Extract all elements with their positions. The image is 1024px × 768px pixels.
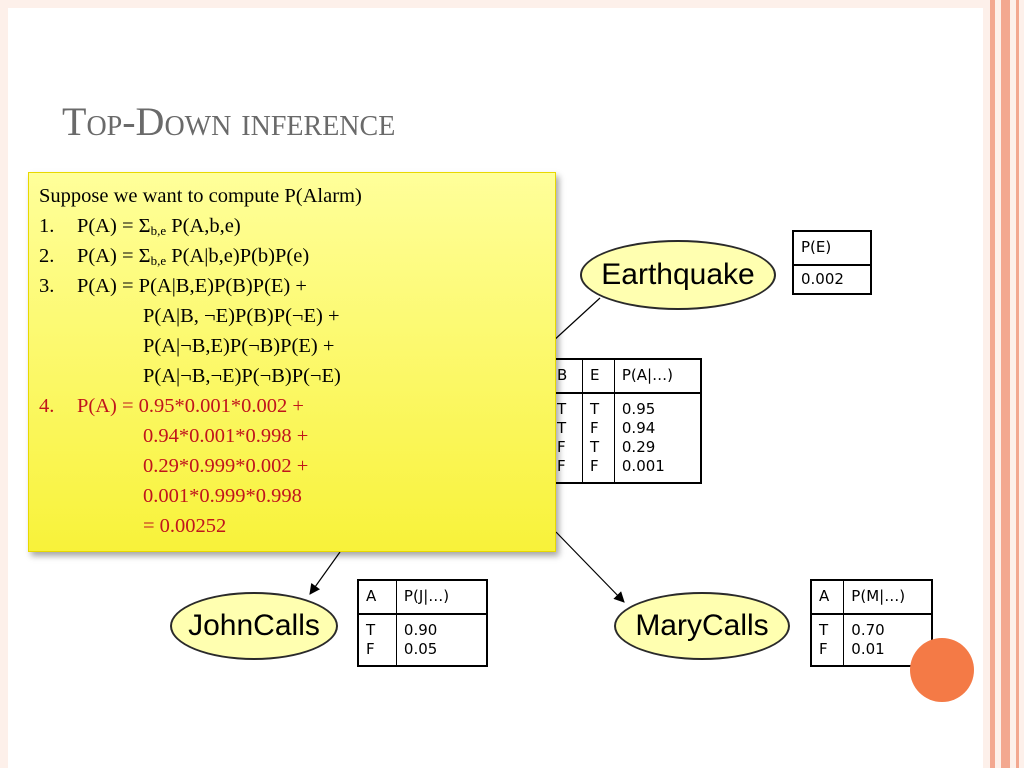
cpt-alarm-header-e: E bbox=[582, 359, 615, 394]
note-step-1-subscript: b,e bbox=[150, 223, 167, 238]
cpt-johncalls: A P(J|…) T F 0.90 0.05 bbox=[357, 579, 488, 667]
note-step-3-number: 3. bbox=[39, 275, 55, 297]
right-stripe-inner bbox=[1016, 0, 1019, 768]
edge-alarm-johncalls bbox=[309, 551, 341, 595]
node-johncalls: JohnCalls bbox=[170, 592, 338, 660]
cpt-alarm-header-p: P(A|…) bbox=[613, 359, 701, 394]
note-step-1-lhs: P(A) = Σ bbox=[77, 215, 151, 237]
edge-alarm-marycalls bbox=[555, 531, 625, 603]
cpt-marycalls-header-p: P(M|…) bbox=[843, 580, 932, 615]
note-step-4-result-line: = 0.00252 bbox=[39, 511, 555, 541]
note-step-1-number: 1. bbox=[39, 215, 55, 237]
cpt-johncalls-p-column: 0.90 0.05 bbox=[395, 614, 487, 666]
note-step-4-text: P(A) = 0.95*0.001*0.002 + bbox=[77, 395, 304, 417]
note-step-4-term-3: 0.29*0.999*0.002 + bbox=[143, 455, 309, 477]
note-step-3: 3. P(A) = P(A|B,E)P(B)P(E) + bbox=[39, 271, 555, 301]
note-step-4-cont-2: 0.29*0.999*0.002 + bbox=[39, 451, 555, 481]
cpt-alarm-p-column: 0.95 0.94 0.29 0.001 bbox=[613, 393, 701, 483]
cpt-alarm: B E P(A|…) T T F F T F T F 0.95 0.94 0.2… bbox=[548, 358, 702, 484]
cpt-earthquake-header: P(E) bbox=[793, 231, 871, 266]
note-step-4-cont-1: 0.94*0.001*0.998 + bbox=[39, 421, 555, 451]
cpt-marycalls-p-column: 0.70 0.01 bbox=[843, 614, 932, 666]
node-johncalls-label: JohnCalls bbox=[188, 609, 320, 642]
right-stripe-outer bbox=[990, 0, 995, 768]
node-marycalls: MaryCalls bbox=[614, 592, 790, 660]
cpt-earthquake: P(E) 0.002 bbox=[792, 230, 872, 295]
node-marycalls-label: MaryCalls bbox=[635, 609, 769, 642]
note-step-2-subscript: b,e bbox=[150, 253, 167, 268]
note-step-2-lhs: P(A) = Σ bbox=[77, 245, 151, 267]
note-step-3-cont-2: P(A|¬B,E)P(¬B)P(E) + bbox=[39, 331, 555, 361]
title-initial: T bbox=[62, 99, 87, 144]
cpt-johncalls-header-a: A bbox=[358, 580, 397, 615]
note-step-1-text: P(A) = Σb,e P(A,b,e) bbox=[77, 211, 241, 241]
note-step-4-term-4: 0.001*0.999*0.998 bbox=[143, 485, 302, 507]
note-step-3-text: P(A) = P(A|B,E)P(B)P(E) + bbox=[77, 275, 307, 297]
note-step-1: 1. P(A) = Σb,e P(A,b,e) bbox=[39, 211, 555, 241]
cpt-johncalls-a-column: T F bbox=[366, 621, 376, 658]
node-earthquake-label: Earthquake bbox=[601, 258, 755, 291]
note-step-4-cont-3: 0.001*0.999*0.998 bbox=[39, 481, 555, 511]
note-step-2: 2. P(A) = Σb,e P(A|b,e)P(b)P(e) bbox=[39, 241, 555, 271]
cpt-johncalls-header-p: P(J|…) bbox=[395, 580, 487, 615]
decorative-orange-circle bbox=[910, 638, 974, 702]
note-step-4: 4. P(A) = 0.95*0.001*0.002 + bbox=[39, 391, 555, 421]
cpt-marycalls: A P(M|…) T F 0.70 0.01 bbox=[810, 579, 933, 667]
note-step-2-text: P(A) = Σb,e P(A|b,e)P(b)P(e) bbox=[77, 241, 309, 271]
note-step-2-rhs: P(A|b,e)P(b)P(e) bbox=[166, 245, 310, 267]
note-step-3-term-4: P(A|¬B,¬E)P(¬B)P(¬E) bbox=[143, 365, 341, 387]
note-step-4-term-2: 0.94*0.001*0.998 + bbox=[143, 425, 309, 447]
title-rest: op-Down inference bbox=[86, 99, 396, 144]
cpt-marycalls-header-a: A bbox=[811, 580, 844, 615]
cpt-alarm-e-column: T F T F bbox=[582, 393, 615, 483]
note-step-3-cont-1: P(A|B, ¬E)P(B)P(¬E) + bbox=[39, 301, 555, 331]
note-intro-line: Suppose we want to compute P(Alarm) bbox=[39, 181, 555, 211]
note-step-4-result: = 0.00252 bbox=[143, 515, 227, 537]
note-step-3-term-2: P(A|B, ¬E)P(B)P(¬E) + bbox=[143, 305, 340, 327]
slide-title: Top-Down inference bbox=[62, 98, 395, 145]
node-earthquake: Earthquake bbox=[580, 240, 776, 310]
note-step-2-number: 2. bbox=[39, 245, 55, 267]
note-step-1-rhs: P(A,b,e) bbox=[166, 215, 241, 237]
computation-note: Suppose we want to compute P(Alarm) 1. P… bbox=[28, 172, 556, 552]
cpt-alarm-b-column: T T F F bbox=[557, 400, 567, 475]
right-stripe-middle bbox=[1001, 0, 1010, 768]
cpt-earthquake-value: 0.002 bbox=[801, 270, 844, 288]
cpt-marycalls-a-column: T F bbox=[819, 621, 829, 658]
note-intro: Suppose we want to compute P(Alarm) bbox=[39, 185, 362, 207]
note-step-4-number: 4. bbox=[39, 395, 55, 417]
edge-earthquake-alarm bbox=[551, 297, 601, 343]
note-step-3-term-3: P(A|¬B,E)P(¬B)P(E) + bbox=[143, 335, 335, 357]
note-step-3-cont-3: P(A|¬B,¬E)P(¬B)P(¬E) bbox=[39, 361, 555, 391]
